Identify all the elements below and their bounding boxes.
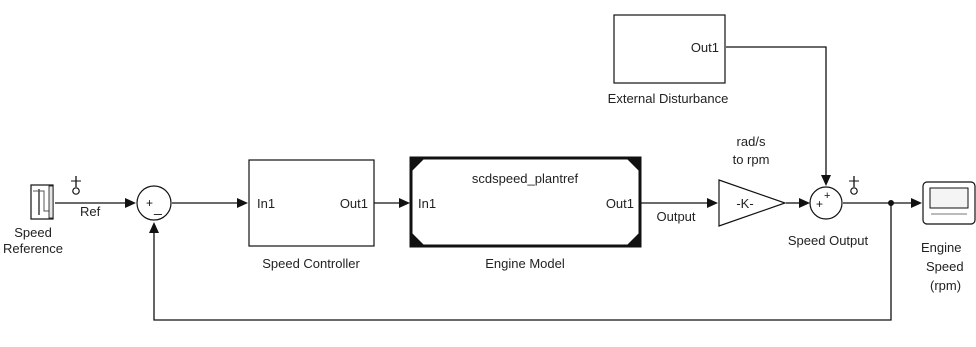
engine-model-out-port: Out1	[606, 196, 634, 211]
external-disturbance-out-port: Out1	[691, 40, 719, 55]
scope-label-2: Speed	[926, 259, 964, 274]
scope-label-3: (rpm)	[930, 278, 961, 293]
gain-label-2: to rpm	[733, 152, 770, 167]
sum-right-circle	[809, 186, 843, 220]
scope-block[interactable]	[922, 181, 976, 225]
engine-model-title: scdspeed_plantref	[472, 171, 579, 186]
engine-model-box	[409, 156, 642, 248]
gain-block[interactable]: -K-	[718, 179, 787, 227]
arrow-engine-to-gain	[707, 198, 718, 208]
sum-left-circle	[136, 185, 172, 221]
test-point-output-icon	[849, 176, 859, 195]
speed-controller-box	[248, 159, 375, 247]
scope-label-1: Engine	[921, 240, 961, 255]
external-disturbance-box	[613, 14, 726, 84]
arrow-disturbance-to-sum	[821, 175, 831, 186]
scope-screen-icon	[929, 187, 969, 209]
external-disturbance-label: External Disturbance	[608, 91, 729, 106]
arrow-controller-to-engine	[399, 198, 410, 208]
engine-model-block[interactable]: scdspeed_plantref In1 Out1	[409, 156, 642, 248]
arrow-ref-to-sum	[125, 198, 136, 208]
engine-model-label: Engine Model	[485, 256, 565, 271]
speed-reference-label-1: Speed	[14, 225, 52, 240]
sum-right-block[interactable]: + +	[809, 186, 843, 220]
speed-controller-out-port: Out1	[340, 196, 368, 211]
gain-value: -K-	[736, 196, 753, 211]
svg-text:+: +	[146, 196, 153, 210]
speed-controller-block[interactable]: In1 Out1	[248, 159, 375, 247]
svg-text:_: _	[153, 199, 162, 215]
speed-reference-block[interactable]	[30, 184, 54, 220]
speed-controller-label: Speed Controller	[262, 256, 360, 271]
arrow-gain-to-sum	[799, 198, 810, 208]
speed-output-label: Speed Output	[788, 233, 869, 248]
ref-signal-label: Ref	[80, 204, 101, 219]
gain-label-1: rad/s	[737, 134, 766, 149]
sum-left-block[interactable]: + _	[136, 185, 172, 221]
engine-model-in-port: In1	[418, 196, 436, 211]
svg-text:+: +	[824, 190, 830, 202]
gain-triangle	[718, 179, 787, 227]
output-signal-label: Output	[656, 209, 695, 224]
arrow-sum-to-scope	[911, 198, 922, 208]
test-point-ref-icon	[71, 176, 81, 195]
wire-disturbance-to-sum	[726, 46, 827, 176]
speed-controller-in-port: In1	[257, 196, 275, 211]
external-disturbance-block[interactable]: Out1	[613, 14, 726, 84]
speed-reference-label-2: Reference	[3, 241, 63, 256]
wire-feedback	[153, 203, 892, 321]
arrow-sum-to-controller	[237, 198, 248, 208]
arrow-feedback	[149, 222, 159, 233]
svg-text:+: +	[816, 197, 823, 211]
